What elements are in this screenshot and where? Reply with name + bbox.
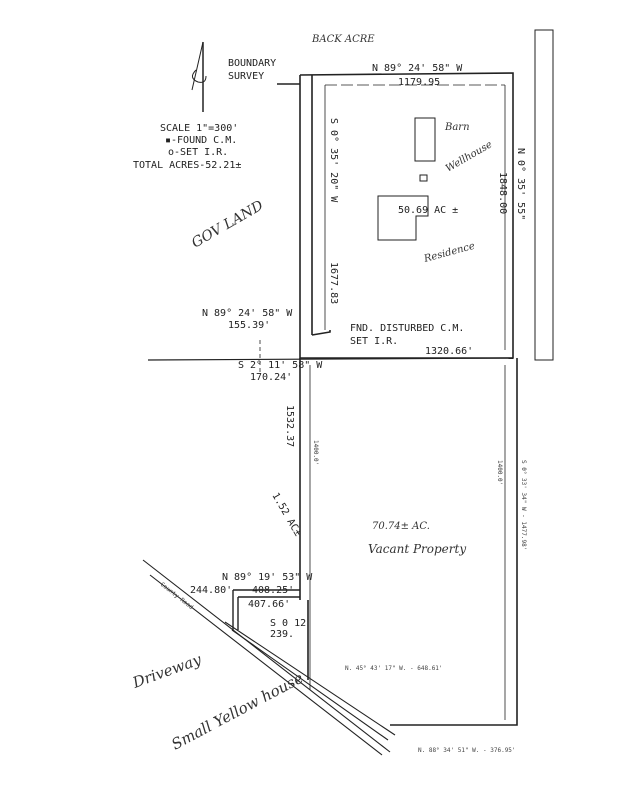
gov-land-label: GOV LAND (189, 198, 266, 252)
right-call: S 0° 33' 34" W - 1477.98' (520, 460, 527, 550)
barn-label: Barn (444, 122, 470, 133)
legend-found: ▪-FOUND C.M. (165, 135, 237, 146)
north-area: 50.69 AC ± (398, 205, 458, 216)
bottom-call: N. 88° 34' 51" W. - 376.95' (418, 747, 516, 754)
wellhouse-label: Wellhouse (444, 139, 494, 174)
south-area: 70.74± AC. (372, 521, 430, 532)
small-d2: 408.25' (252, 585, 294, 596)
left-distance: 1677.83 (328, 262, 339, 304)
inner-right: 1400.0' (496, 460, 503, 485)
west-distance: 155.39' (228, 320, 270, 331)
small-d1: 244.80' (190, 585, 232, 596)
division-distance: 1320.66' (425, 346, 473, 357)
easement-area: 1.52 AC± (269, 491, 303, 538)
inner-left: 1400.0' (312, 440, 319, 465)
legend-scale: SCALE 1"=300' (160, 123, 238, 134)
right-distance: 1848.00 (497, 172, 508, 214)
road (142, 559, 396, 756)
top-bearing: N 89° 24' 58" W (372, 63, 463, 74)
small-d3: 407.66' (248, 599, 290, 610)
diagonal-call: N. 45° 43' 17" W. - 648.61' (345, 665, 443, 672)
legend-total: TOTAL ACRES-52.21± (133, 160, 241, 171)
south-bearing: S 2° 11' 58" W (238, 360, 323, 371)
small-bearing: N 89° 19' 53" W (222, 572, 313, 583)
monument-note-1: FND. DISTURBED C.M. (350, 323, 464, 334)
south-left-distance: 1532.37 (284, 405, 295, 447)
north-arrow-icon (191, 41, 207, 112)
small-side-distance: 239. (270, 629, 294, 640)
top-distance: 1179.95 (398, 77, 440, 88)
left-bearing: S 0° 35' 20" W (328, 118, 339, 203)
legend-set: o-SET I.R. (168, 147, 228, 158)
scan-edge (534, 29, 554, 361)
west-bearing: N 89° 24' 58" W (202, 308, 293, 319)
driveway-label: Driveway (129, 650, 204, 692)
south-distance: 170.24' (250, 372, 292, 383)
title-line1: BOUNDARY (228, 58, 276, 69)
small-house-label: Small Yellow house (168, 669, 306, 754)
title-line2: SURVEY (228, 71, 264, 82)
small-parcel (232, 589, 300, 630)
small-side-bearing: S 0 12 (270, 618, 306, 629)
back-acre-note: BACK ACRE (311, 34, 375, 45)
vacant-label: Vacant Property (368, 542, 466, 556)
monument-note-2: SET I.R. (350, 336, 398, 347)
right-bearing: N 0° 35' 55" (515, 148, 526, 220)
residence-label: Residence (422, 241, 476, 265)
